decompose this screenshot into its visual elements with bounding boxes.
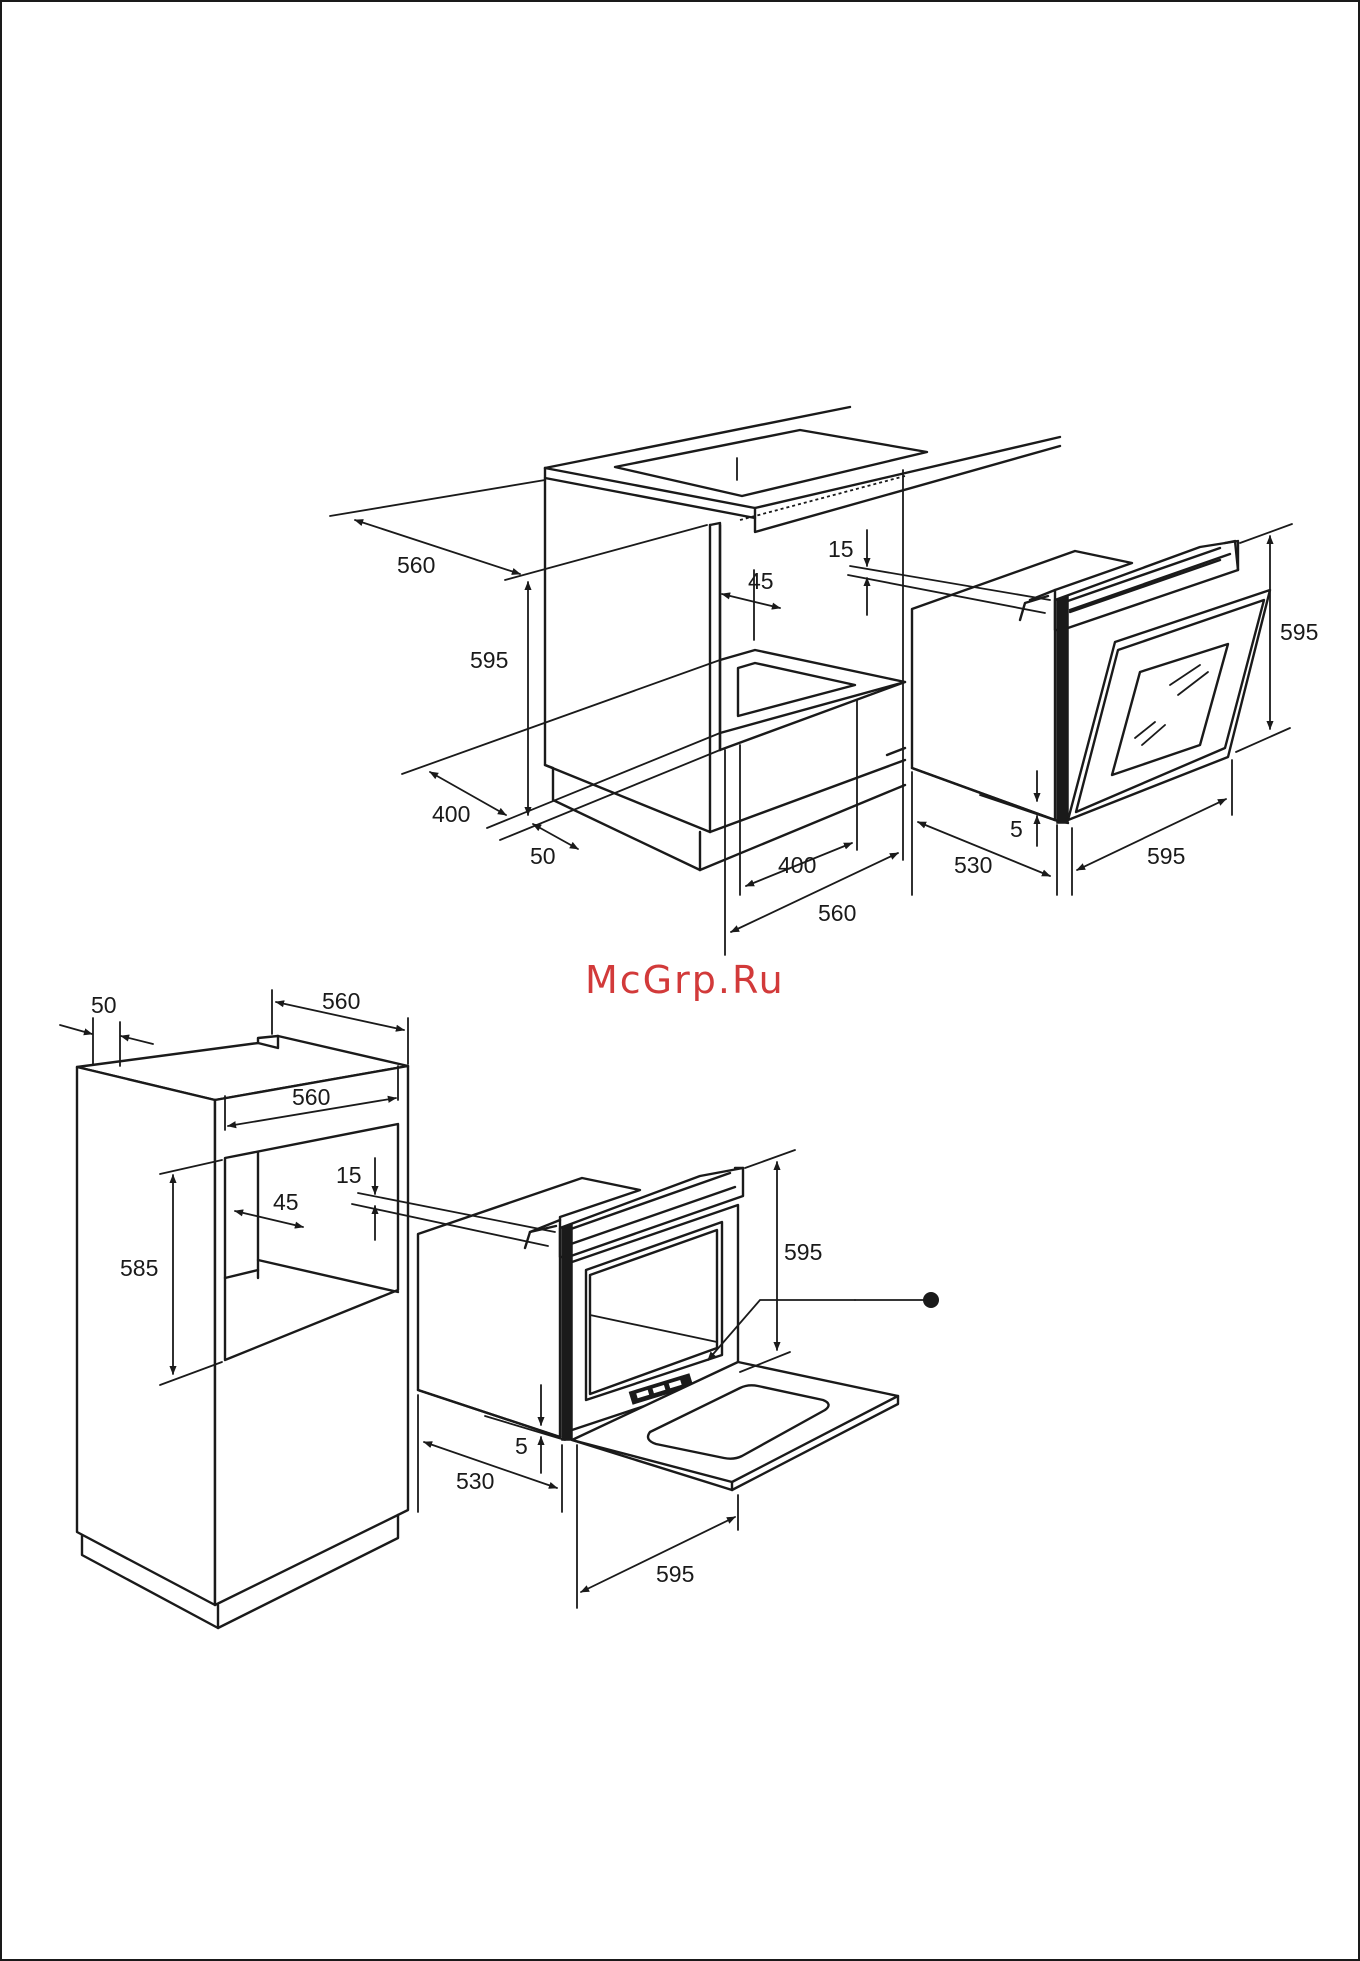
top-cabinet-dimensions: 560 595 45 400 50 400 560 — [330, 470, 903, 955]
dim-niche-height-585: 585 — [120, 1255, 158, 1281]
dim-oven-top-gap-15: 15 — [828, 536, 854, 562]
dim-bottom-oven-bottom-gap-5: 5 — [515, 1433, 528, 1459]
dim-bottom-oven-top-gap-15: 15 — [336, 1162, 362, 1188]
dim-niche-width-560: 560 — [292, 1084, 330, 1110]
dim-niche-side-offset-45: 45 — [273, 1189, 299, 1215]
dim-cabinet-depth-560: 560 — [397, 552, 435, 578]
dim-oven-width-595: 595 — [1147, 843, 1185, 869]
dim-column-depth-560: 560 — [322, 988, 360, 1014]
dim-cabinet-height-595: 595 — [470, 647, 508, 673]
watermark-text: McGrp.Ru — [585, 958, 785, 1002]
dim-bottom-oven-depth-530: 530 — [456, 1468, 494, 1494]
dim-lower-gap-50: 50 — [530, 843, 556, 869]
dim-floor-depth-400: 400 — [778, 852, 816, 878]
dim-side-gap-50: 50 — [91, 992, 117, 1018]
dim-bottom-oven-width-595: 595 — [656, 1561, 694, 1587]
dim-lower-depth-400: 400 — [432, 801, 470, 827]
top-diagram-oven — [912, 541, 1270, 823]
dim-side-offset-45: 45 — [748, 568, 774, 594]
bottom-diagram-column — [77, 1036, 408, 1628]
dim-oven-height-595: 595 — [1280, 619, 1318, 645]
dim-oven-depth-530: 530 — [954, 852, 992, 878]
bottom-diagram-oven — [418, 1168, 939, 1490]
dim-floor-width-560: 560 — [818, 900, 856, 926]
dim-bottom-oven-height-595: 595 — [784, 1239, 822, 1265]
dim-oven-bottom-gap-5: 5 — [1010, 816, 1023, 842]
